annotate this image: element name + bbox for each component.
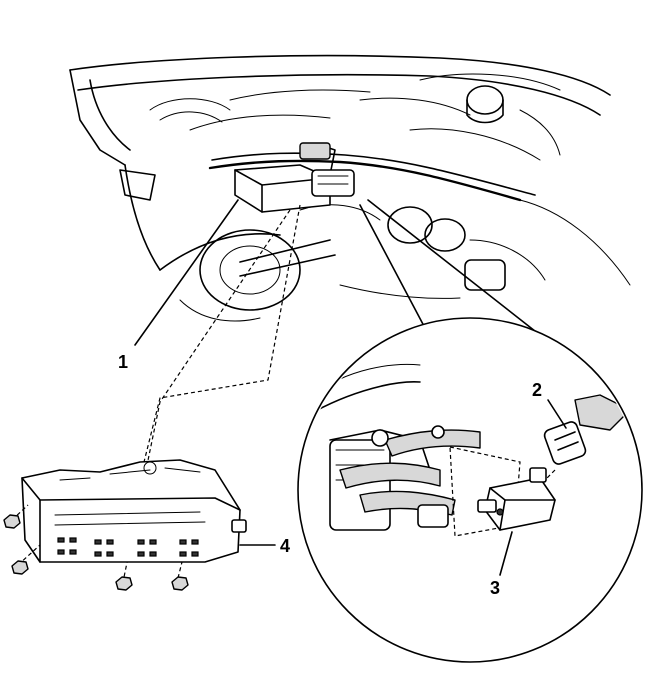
callout-4: 4 xyxy=(280,536,290,556)
callout-1: 1 xyxy=(118,352,128,372)
bolt-bottom-right xyxy=(171,561,189,591)
magnifier-wedge xyxy=(359,199,541,336)
detail-view xyxy=(297,317,643,663)
callout-2: 2 xyxy=(532,380,542,400)
vehicle-underbody xyxy=(69,54,631,322)
bolt-left-lower xyxy=(11,544,41,575)
guide-line-cover xyxy=(139,204,301,479)
bolt-bottom-center xyxy=(115,576,133,591)
canister-cover xyxy=(21,459,247,563)
cover-slots xyxy=(57,537,199,557)
canister-installed xyxy=(208,142,536,213)
leader-line-1 xyxy=(134,199,239,346)
callout-3: 3 xyxy=(490,578,500,598)
bolt-left-upper xyxy=(3,504,29,529)
leader-line-3 xyxy=(499,531,513,576)
leader-line-2 xyxy=(547,399,567,429)
guide-line-bolt xyxy=(122,209,291,583)
